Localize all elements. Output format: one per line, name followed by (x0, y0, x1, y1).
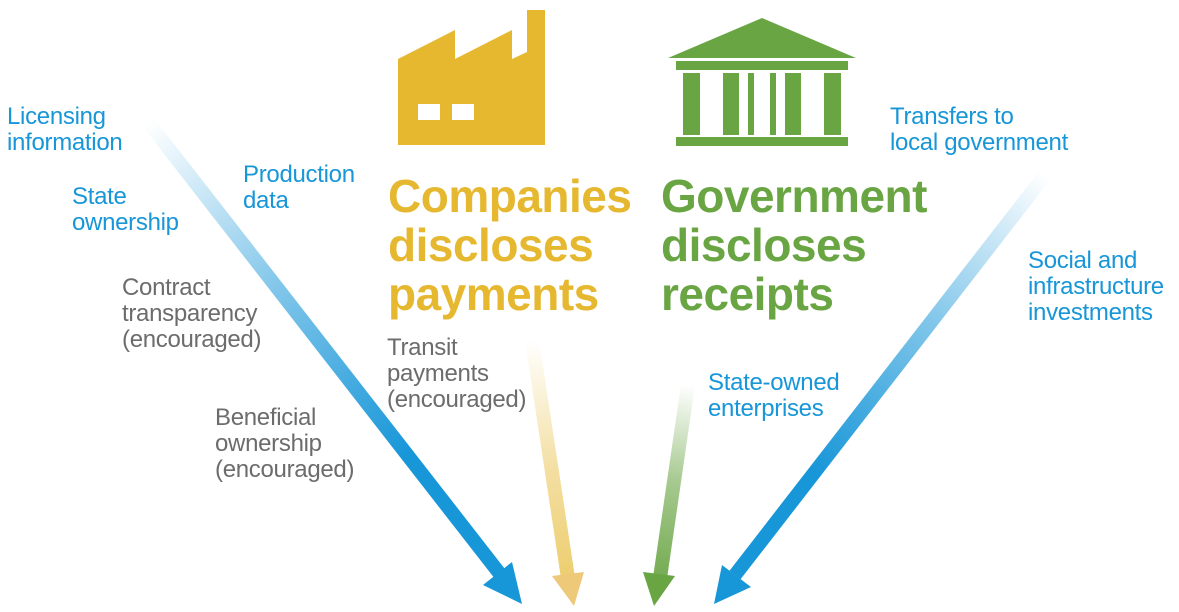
companies-arrow (525, 338, 584, 606)
transfers-local-government-label: Transfers to local government (890, 103, 1068, 156)
contract-transparency-label: Contract transparency (encouraged) (122, 274, 262, 353)
right-blue-arrow (714, 170, 1051, 604)
social-infrastructure-label: Social and infrastructure investments (1028, 247, 1164, 326)
companies-title: Companies discloses payments (388, 170, 632, 320)
left-blue-arrow (142, 117, 522, 604)
transit-payments-label: Transit payments (encouraged) (387, 334, 527, 413)
production-data-label: Production data (243, 161, 355, 214)
state-owned-enterprises-label: State-owned enterprises (708, 369, 840, 422)
government-title: Government discloses receipts (661, 170, 927, 320)
state-ownership-label: State ownership (72, 183, 179, 236)
government-building-icon (668, 18, 856, 146)
beneficial-ownership-label: Beneficial ownership (encouraged) (215, 404, 355, 483)
government-arrow (643, 383, 695, 606)
licensing-information-label: Licensing information (7, 103, 123, 156)
factory-icon (398, 10, 545, 145)
